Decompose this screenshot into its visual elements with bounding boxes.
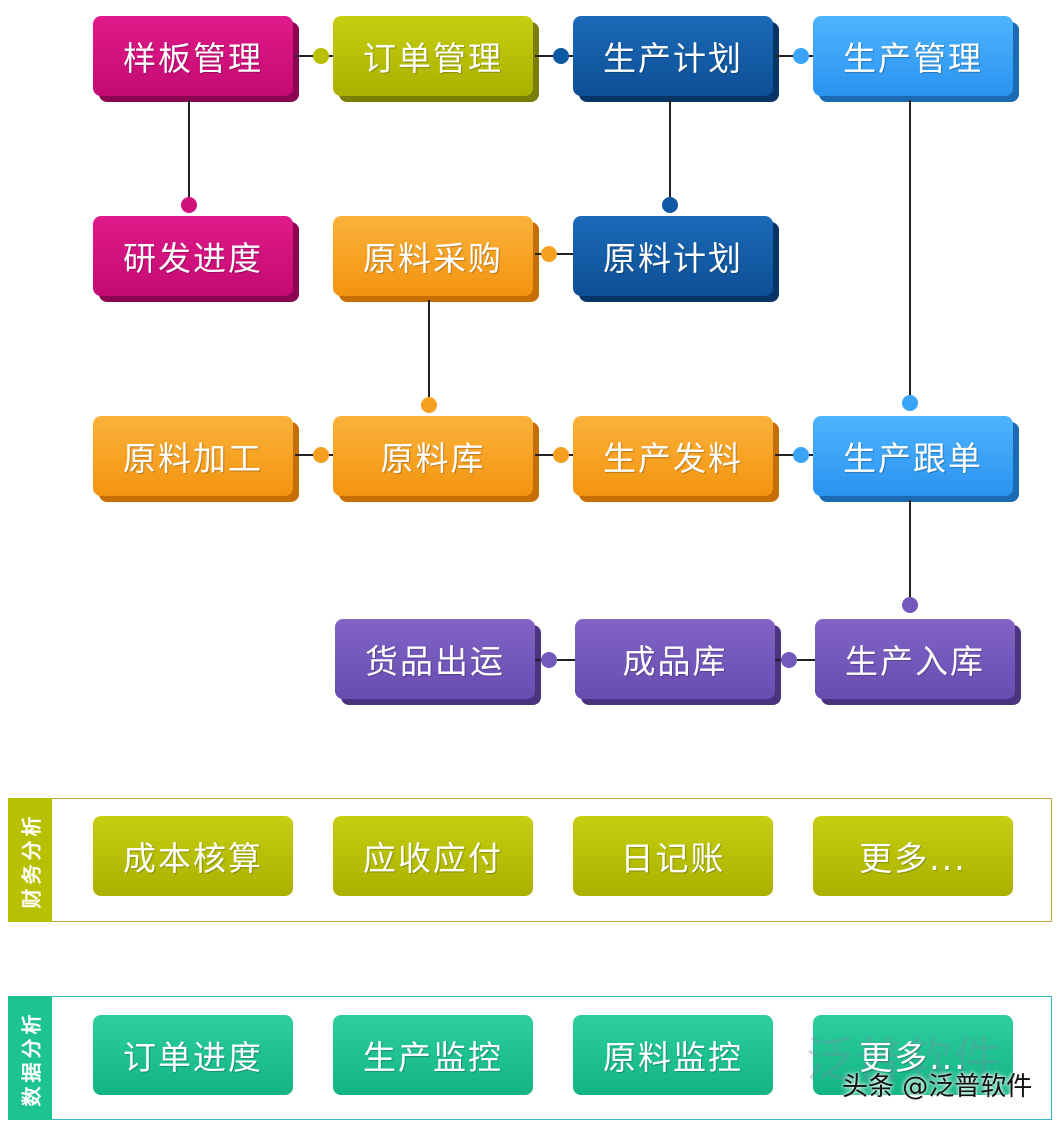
- node-order-management[interactable]: 订单管理: [333, 16, 539, 102]
- item-label: 原料监控: [603, 1038, 743, 1077]
- finance-side-label: 财务分析: [8, 798, 52, 922]
- node-material-plan[interactable]: 原料计划: [573, 216, 779, 302]
- watermark-logo: 泛普软件: [806, 1032, 1003, 1088]
- connector-dot: [313, 447, 329, 463]
- node-material-warehouse[interactable]: 原料库: [333, 416, 539, 502]
- node-production-management[interactable]: 生产管理: [813, 16, 1019, 102]
- item-label: 更多...: [859, 839, 967, 878]
- node-finished-goods-warehouse[interactable]: 成品库: [575, 619, 781, 705]
- item-label: 日记账: [620, 839, 726, 878]
- connector-dot: [421, 397, 437, 413]
- finance-item-cost-accounting[interactable]: 成本核算: [93, 816, 299, 902]
- node-label: 原料采购: [363, 239, 503, 278]
- connector-dot: [541, 246, 557, 262]
- item-label: 成本核算: [123, 839, 263, 878]
- node-label: 原料计划: [603, 239, 743, 278]
- node-rd-progress[interactable]: 研发进度: [93, 216, 299, 302]
- item-label: 生产监控: [363, 1038, 503, 1077]
- node-label: 生产入库: [845, 642, 985, 681]
- item-label: 订单进度: [123, 1038, 263, 1077]
- node-label: 生产管理: [843, 39, 983, 78]
- connector-dot: [781, 652, 797, 668]
- watermark-caption: 头条 @泛普软件: [842, 1072, 1033, 1102]
- node-label: 生产计划: [603, 39, 743, 78]
- data-item-more[interactable]: 更多...: [813, 1015, 1019, 1101]
- node-label: 研发进度: [123, 239, 263, 278]
- item-label: 应收应付: [363, 839, 503, 878]
- connector-dot: [181, 197, 197, 213]
- connector-dot: [541, 652, 557, 668]
- connector-dot: [553, 48, 569, 64]
- node-production-tracking[interactable]: 生产跟单: [813, 416, 1019, 502]
- finance-item-receivables-payables[interactable]: 应收应付: [333, 816, 539, 902]
- node-sample-management[interactable]: 样板管理: [93, 16, 299, 102]
- node-production-issue[interactable]: 生产发料: [573, 416, 779, 502]
- connector-dot: [313, 48, 329, 64]
- node-label: 生产跟单: [843, 439, 983, 478]
- node-material-processing[interactable]: 原料加工: [93, 416, 299, 502]
- node-label: 生产发料: [603, 439, 743, 478]
- finance-item-journal[interactable]: 日记账: [573, 816, 779, 902]
- finance-item-more[interactable]: 更多...: [813, 816, 1019, 902]
- connector-dot: [793, 48, 809, 64]
- node-production-plan[interactable]: 生产计划: [573, 16, 779, 102]
- data-item-order-progress[interactable]: 订单进度: [93, 1015, 299, 1101]
- node-label: 订单管理: [363, 39, 503, 78]
- connector-dot: [902, 597, 918, 613]
- node-goods-shipment[interactable]: 货品出运: [335, 619, 541, 705]
- node-label: 成品库: [622, 642, 728, 681]
- node-label: 原料库: [380, 439, 486, 478]
- node-label: 货品出运: [365, 642, 505, 681]
- node-label: 原料加工: [123, 439, 263, 478]
- node-production-stock-in[interactable]: 生产入库: [815, 619, 1021, 705]
- node-label: 样板管理: [123, 39, 263, 78]
- data-analysis-side-label: 数据分析: [8, 996, 52, 1120]
- item-label: 更多...: [859, 1038, 967, 1077]
- data-item-material-monitor[interactable]: 原料监控: [573, 1015, 779, 1101]
- connector-dot: [662, 197, 678, 213]
- data-item-production-monitor[interactable]: 生产监控: [333, 1015, 539, 1101]
- connector-dot: [553, 447, 569, 463]
- connector-dot: [793, 447, 809, 463]
- node-material-purchase[interactable]: 原料采购: [333, 216, 539, 302]
- connector-dot: [902, 395, 918, 411]
